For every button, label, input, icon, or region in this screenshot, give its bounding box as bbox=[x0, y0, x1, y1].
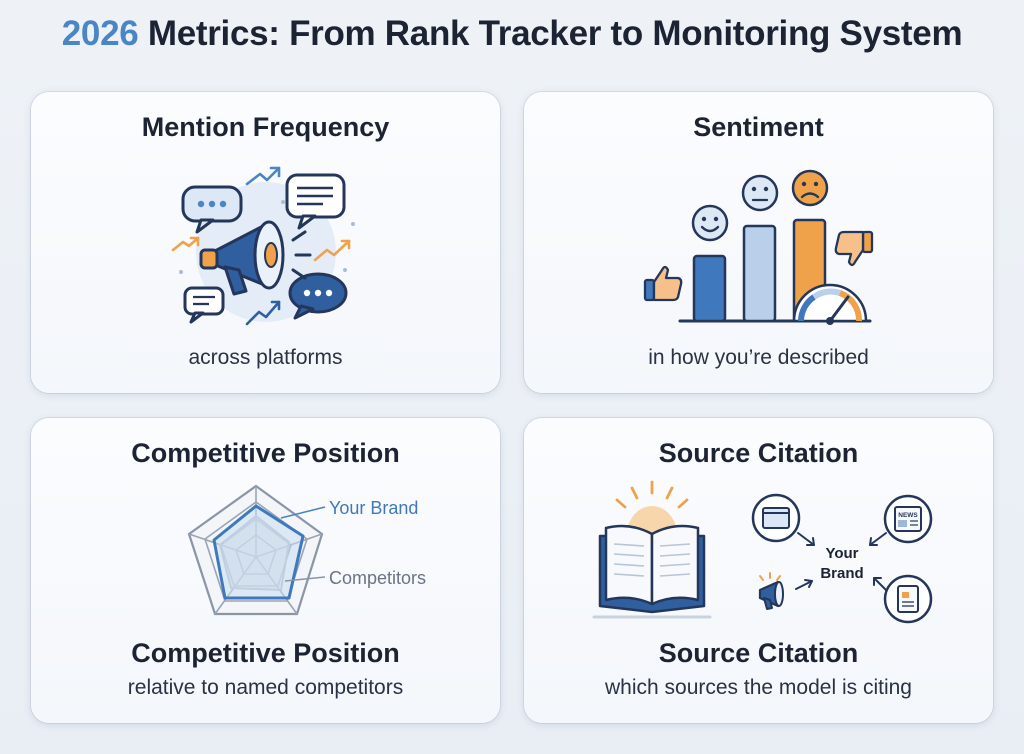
source-citation-illustration: NEWS bbox=[592, 480, 933, 624]
trend-arrow-icon bbox=[171, 236, 200, 252]
trend-arrow-icon bbox=[245, 166, 281, 186]
open-book-icon bbox=[592, 524, 712, 619]
sparkle-decoration bbox=[179, 200, 355, 274]
glow-rays bbox=[615, 480, 689, 509]
chat-bubble-icon bbox=[183, 286, 225, 324]
card-title-sentiment: Sentiment bbox=[693, 112, 824, 142]
sentiment-bar-positive bbox=[692, 254, 727, 323]
competitive-position-card: Competitive Position Your Brand Competit… bbox=[31, 418, 500, 723]
chat-bubble-icon bbox=[288, 272, 348, 320]
newspaper-icon: NEWS bbox=[883, 494, 933, 544]
mention-frequency-card: Mention Frequency bbox=[31, 92, 500, 393]
chat-bubble-icon bbox=[285, 173, 346, 230]
card-subtitle-mention: across platforms bbox=[188, 346, 343, 369]
mention-frequency-illustration bbox=[171, 166, 355, 326]
sentiment-bar-neutral bbox=[742, 224, 777, 323]
browser-icon bbox=[751, 493, 801, 543]
legend-your-brand: Your Brand bbox=[329, 498, 418, 518]
card-subtitle-sentiment: in how you’re described bbox=[648, 346, 869, 369]
neutral-face-icon bbox=[741, 174, 779, 212]
thumbs-down-icon bbox=[834, 230, 874, 267]
smiley-face-icon bbox=[691, 204, 729, 242]
card-subtitle-citation: which sources the model is citing bbox=[605, 676, 912, 699]
card-title-competitive: Competitive Position bbox=[131, 438, 400, 468]
your-brand-leader bbox=[280, 506, 326, 519]
title-text: Metrics: From Rank Tracker to Monitoring… bbox=[147, 14, 963, 53]
trend-arrow-icon bbox=[313, 239, 351, 262]
competitors-leader bbox=[284, 576, 326, 582]
sentiment-illustration bbox=[643, 169, 874, 325]
caption-title-citation: Source Citation bbox=[658, 638, 859, 668]
legend-competitors: Competitors bbox=[329, 568, 426, 588]
sentiment-card: Sentiment bbox=[524, 92, 993, 393]
trend-arrow-icon bbox=[245, 300, 281, 326]
caption-title-competitive: Competitive Position bbox=[131, 638, 400, 668]
title-year: 2026 bbox=[61, 14, 139, 53]
radar-chart-icon: Your Brand Competitors bbox=[187, 484, 426, 616]
news-label: NEWS bbox=[898, 512, 918, 519]
card-subtitle-competitive: relative to named competitors bbox=[127, 676, 404, 699]
your-brand-area bbox=[212, 504, 305, 600]
page-title: 2026 Metrics: From Rank Tracker to Monit… bbox=[0, 14, 1024, 54]
megaphone-icon bbox=[758, 572, 784, 610]
chat-bubble-icon bbox=[181, 185, 243, 234]
citation-arrows bbox=[795, 532, 887, 591]
center-brand-line1: Your bbox=[825, 545, 858, 562]
megaphone-icon bbox=[199, 220, 312, 296]
card-title-mention: Mention Frequency bbox=[141, 112, 390, 142]
sad-face-icon bbox=[791, 169, 829, 207]
center-brand-line2: Brand bbox=[820, 565, 863, 582]
gauge-icon bbox=[792, 283, 868, 325]
thumbs-up-icon bbox=[643, 265, 683, 302]
card-title-citation: Source Citation bbox=[658, 438, 859, 468]
document-icon bbox=[883, 574, 933, 624]
source-citation-card: Source Citation bbox=[524, 418, 993, 723]
